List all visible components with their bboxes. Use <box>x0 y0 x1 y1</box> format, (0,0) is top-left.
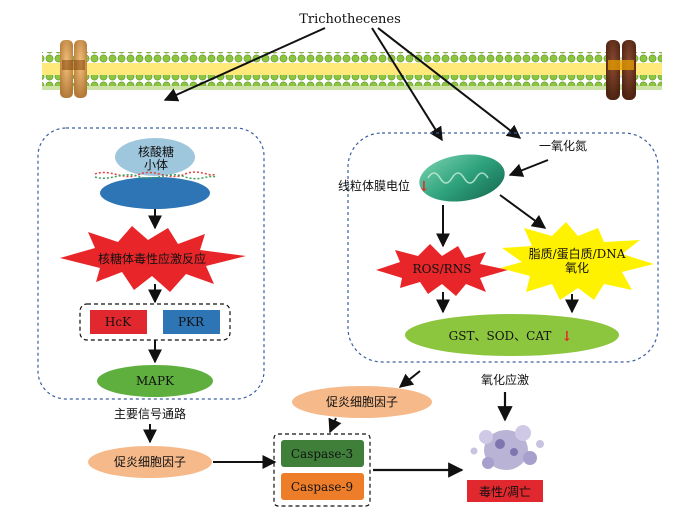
cytokine-right-label: 促炎细胞因子 <box>326 395 398 409</box>
lipid-oxidation-burst <box>500 222 654 300</box>
right-panel-box <box>347 132 659 363</box>
enzymes-arrow: ↓ <box>561 329 573 345</box>
toxicity-label: 毒性/凋亡 <box>479 485 531 499</box>
membrane-potential-arrow: ↓ <box>418 179 430 195</box>
oxidative-stress-label: 氧化应激 <box>481 372 529 387</box>
mapk-label: MAPK <box>136 374 175 388</box>
caspase3-label: Caspase-3 <box>291 447 353 461</box>
ribosome-label-line1: 核酸糖 <box>138 144 174 159</box>
enzymes-node <box>405 314 619 356</box>
ros-burst <box>376 244 508 296</box>
top-label: Trichothecenes <box>299 12 401 27</box>
caspase-group-box <box>273 433 371 507</box>
mitochondria-icon <box>419 154 505 202</box>
ros-label: ROS/RNS <box>413 262 472 276</box>
caspase9-label: Caspase-9 <box>291 480 353 494</box>
arrow-cytokine-to-caspase-right <box>328 417 342 434</box>
hck-box <box>90 310 147 334</box>
caspase9-box <box>281 473 364 500</box>
left-panel-box <box>37 127 265 400</box>
toxicity-box <box>467 480 543 502</box>
no-label: 一氧化氮 <box>539 138 587 153</box>
ribotoxic-stress-label: 核糖体毒性应激反应 <box>98 251 206 266</box>
cell-membrane <box>42 44 662 106</box>
lipid-label-line2: 氧化 <box>565 261 589 275</box>
arrow-panel-to-cytokine <box>398 370 421 388</box>
cytokine-left-node <box>88 446 212 478</box>
cytokine-left-label: 促炎细胞因子 <box>114 455 186 469</box>
arrow-no-to-mitochondria <box>508 159 549 177</box>
membrane-channel-left-icon <box>60 40 87 98</box>
arrow-to-mitochondria <box>371 27 443 142</box>
pkr-label: PKR <box>178 315 205 329</box>
ribosome-icon <box>94 138 216 209</box>
hck-label: HcK <box>105 315 132 329</box>
membrane-channel-right-icon <box>606 40 636 100</box>
lipid-label-line1: 脂质/蛋白质/DNA <box>529 246 626 261</box>
caspase3-box <box>281 440 364 467</box>
arrow-to-left-panel <box>163 27 326 102</box>
enzymes-label: GST、SOD、CAT <box>449 329 552 343</box>
membrane-potential-label: 线粒体膜电位 <box>338 178 410 193</box>
ribotoxic-stress-burst <box>60 226 246 292</box>
cytokine-right-node <box>292 386 432 418</box>
pkr-box <box>163 310 220 334</box>
arrow-to-no <box>377 27 522 139</box>
apoptotic-cell-icon <box>470 425 544 470</box>
mapk-node <box>97 365 213 397</box>
ribosome-label-line2: 小体 <box>144 158 168 172</box>
pathway-label: 主要信号通路 <box>114 406 186 421</box>
arrow-mito-to-oxidation <box>499 194 547 229</box>
arrows-from-top <box>163 27 522 142</box>
